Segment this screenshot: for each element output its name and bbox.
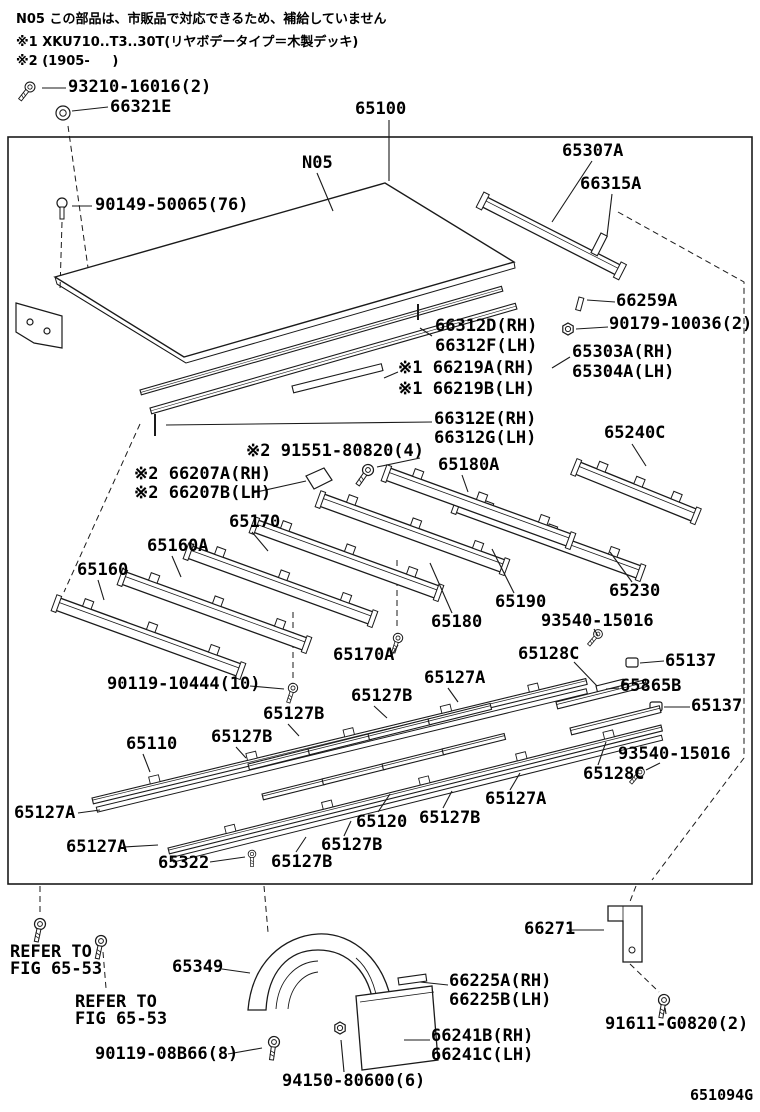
screw-90149 — [56, 197, 68, 220]
bolt-90119-08B66 — [265, 1035, 281, 1062]
part-label: 94150-80600(6) — [282, 1071, 426, 1091]
pin-66259A — [575, 296, 585, 312]
note-ref2: ※2 (1905- ) — [16, 54, 119, 69]
mudflap-66241 — [355, 985, 439, 1071]
part-label: 90179-10036(2) — [609, 314, 753, 334]
part-label: 65170 — [229, 512, 281, 532]
part-label: 65170A — [333, 645, 395, 665]
part-label: 65127B — [211, 727, 273, 747]
part-label: REFER TO FIG 65-53 — [75, 992, 168, 1029]
part-label: 65160A — [147, 536, 209, 556]
front-bracket — [15, 302, 63, 349]
rear-bracket-66271 — [607, 905, 643, 963]
nut-90179 — [562, 322, 574, 336]
part-label: ※2 66207A(RH) — [134, 464, 272, 484]
diagram-border — [7, 136, 753, 885]
clip-66225 — [397, 973, 428, 986]
bolt-91551 — [352, 461, 377, 489]
part-label: 65230 — [609, 581, 661, 601]
part-label: 66312F(LH) — [435, 336, 538, 356]
bolt-93210 — [15, 79, 38, 104]
part-label: 65127A — [66, 837, 128, 857]
part-label: 65349 — [172, 957, 224, 977]
part-label: 65240C — [604, 423, 666, 443]
part-label: 93210-16016(2) — [68, 77, 212, 97]
stud-65322 — [247, 849, 257, 868]
part-label: 65190 — [495, 592, 547, 612]
bolt-refer-1 — [30, 916, 48, 944]
part-label: 65865B — [620, 676, 682, 696]
side-rail — [475, 191, 628, 281]
part-label: 65127B — [351, 686, 413, 706]
part-label: 65127A — [424, 668, 486, 688]
part-label: 65180A — [438, 455, 500, 475]
part-label: 90119-10444(10) — [107, 674, 261, 694]
part-label: 65127A — [14, 803, 76, 823]
bracket-66207 — [305, 467, 333, 490]
part-label: ※2 66207B(LH) — [134, 483, 272, 503]
part-label: 91611-G0820(2) — [605, 1014, 749, 1034]
part-label: 65100 — [355, 99, 407, 119]
part-label: 65127B — [263, 704, 325, 724]
cushion-66321E — [55, 105, 71, 121]
part-label: 90149-50065(76) — [95, 195, 249, 215]
part-label: 65127A — [485, 789, 547, 809]
part-label: 65303A(RH) — [572, 342, 675, 362]
part-label: 66312D(RH) — [435, 316, 538, 336]
leader-lines — [42, 87, 690, 1073]
part-label: 65127B — [419, 808, 481, 828]
nut-94150 — [334, 1021, 346, 1035]
part-label: ※1 66219A(RH) — [398, 358, 536, 378]
part-label: 65120 — [356, 812, 408, 832]
part-label: 66312G(LH) — [434, 428, 537, 448]
part-label: 65307A — [562, 141, 624, 161]
deck-panel — [53, 182, 516, 364]
part-label: REFER TO FIG 65-53 — [10, 942, 103, 979]
part-label: 65128C — [583, 764, 645, 784]
part-label: 66241C(LH) — [431, 1045, 534, 1065]
part-label: 65137 — [691, 696, 743, 716]
note-n05: N05 この部品は、市販品で対応できるため、補給していません — [16, 12, 387, 27]
note-ref1: ※1 XKU710..T3..30T(リヤボデータイプ＝木製デッキ) — [16, 35, 359, 50]
part-label: 65322 — [158, 853, 210, 873]
part-label: 66312E(RH) — [434, 409, 537, 429]
part-label: 66241B(RH) — [431, 1026, 534, 1046]
part-label: 66315A — [580, 174, 642, 194]
bolt-90119-10444 — [283, 681, 300, 705]
part-label: 65304A(LH) — [572, 362, 675, 382]
part-label: 65137 — [665, 651, 717, 671]
part-label: 65128C — [518, 644, 580, 664]
part-label: 65110 — [126, 734, 178, 754]
part-label: 65127B — [321, 835, 383, 855]
part-label: N05 — [302, 153, 333, 173]
part-label: 65160 — [77, 560, 129, 580]
part-label: 93540-15016 — [541, 611, 654, 631]
part-label: 93540-15016 — [618, 744, 731, 764]
part-label: 65180 — [431, 612, 483, 632]
part-label: 66271 — [524, 919, 576, 939]
part-label: 66259A — [616, 291, 678, 311]
part-label: 90119-08B66(8) — [95, 1044, 239, 1064]
part-label: 66321E — [110, 97, 172, 117]
clip-65137 — [625, 657, 639, 668]
part-label: 66225A(RH) — [449, 971, 552, 991]
part-label: ※2 91551-80820(4) — [246, 441, 425, 461]
part-label: 65127B — [271, 852, 333, 872]
part-label: ※1 66219B(LH) — [398, 379, 536, 399]
part-label: 66225B(LH) — [449, 990, 552, 1010]
figure-code: 651094G — [690, 1086, 754, 1104]
